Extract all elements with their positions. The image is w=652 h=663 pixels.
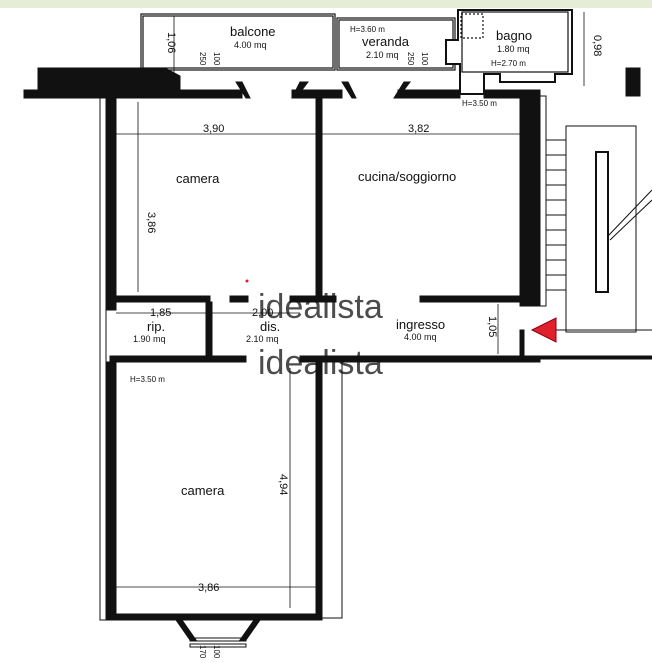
bottom-window — [175, 619, 261, 648]
dim-bagno-depth: 0,98 — [591, 35, 603, 56]
room-cucina-name: cucina/soggiorno — [358, 169, 456, 184]
room-balcone-area: 4.00 mq — [234, 40, 267, 50]
watermark-1: idealista — [258, 288, 383, 326]
main-walls — [99, 81, 652, 621]
sill-mark-bottom-b: 100 — [212, 645, 221, 659]
watermark-2: idealista — [258, 344, 383, 382]
room-ingresso-name: ingresso — [396, 317, 445, 332]
entrance-arrow — [530, 317, 557, 343]
room-camera-top-name: camera — [176, 171, 220, 186]
room-ingresso-area: 4.00 mq — [404, 332, 437, 342]
bagno-walls — [445, 9, 573, 95]
bagno-height: H=2.70 m — [491, 59, 526, 68]
dim-camera-top-width: 3,90 — [203, 123, 224, 135]
bagno-exterior-height: H=3.50 m — [462, 99, 497, 108]
room-bagno-name: bagno — [496, 28, 532, 43]
room-rip-name: rip. — [147, 319, 165, 334]
dimension-lines — [116, 12, 585, 608]
veranda-height: H=3.60 m — [350, 25, 385, 34]
room-rip-area: 1.90 mq — [133, 334, 166, 344]
room-veranda-area: 2.10 mq — [366, 50, 399, 60]
sill-mark-right-b: 100 — [420, 52, 429, 66]
dim-camera-top-depth: 3,86 — [145, 212, 157, 233]
dim-dis-width: 2,00 — [252, 307, 273, 319]
sill-mark-left-a: 250 — [198, 52, 207, 66]
dim-cucina-width: 3,82 — [408, 123, 429, 135]
room-dis-name: dis. — [260, 319, 280, 334]
sill-mark-right-a: 250 — [406, 52, 415, 66]
dim-rip-width: 1,85 — [150, 307, 171, 319]
dim-camera-bottom-width: 3,86 — [198, 582, 219, 594]
lower-wing-height: H=3.50 m — [130, 375, 165, 384]
dim-balcony-depth: 1,06 — [165, 32, 177, 53]
room-camera-bottom-name: camera — [181, 483, 225, 498]
top-strip — [0, 0, 652, 8]
room-balcone-name: balcone — [230, 24, 276, 39]
dim-ingresso-depth: 1,05 — [486, 316, 498, 337]
stairwell — [540, 67, 652, 333]
sill-mark-left-b: 100 — [212, 52, 221, 66]
sill-mark-bottom-a: 170 — [198, 645, 207, 659]
room-dis-area: 2.10 mq — [246, 334, 279, 344]
room-veranda-name: veranda — [362, 34, 410, 49]
marker-dot — [245, 279, 249, 283]
room-bagno-area: 1.80 mq — [497, 44, 530, 54]
dim-camera-bottom-depth: 4,94 — [277, 474, 289, 495]
